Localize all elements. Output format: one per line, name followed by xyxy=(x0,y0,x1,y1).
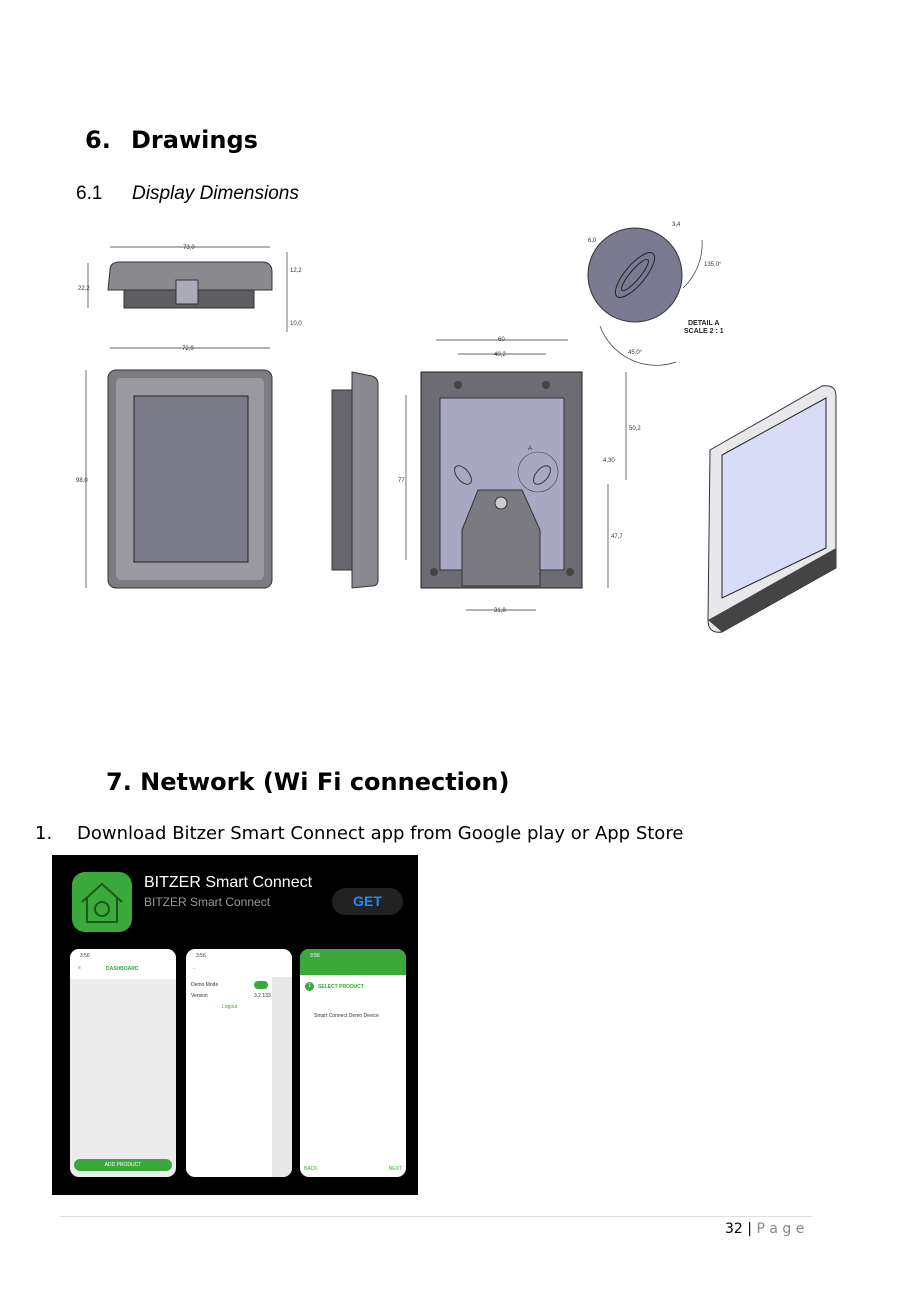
page-footer: 32 | P a g e xyxy=(725,1221,804,1237)
detail-scale: SCALE 2 : 1 xyxy=(684,328,724,335)
dim-front-height: 98,0 xyxy=(76,478,88,484)
app-store-screenshot: BITZER Smart Connect BITZER Smart Connec… xyxy=(52,855,418,1195)
dashboard-title: DASHBOARD xyxy=(106,966,139,972)
dim-back-inner-width: 40,2 xyxy=(494,352,506,358)
phone-screen-dashboard: 3:56 DASHBOARD ≡ ADD PRODUCT xyxy=(70,949,176,1177)
phone-screen-select-product: 3:56 1 SELECT PRODUCT Smart Connect Demo… xyxy=(300,949,406,1177)
status-time: 3:56 xyxy=(310,953,320,959)
house-fan-icon xyxy=(81,882,123,923)
version-label: Version xyxy=(191,993,208,999)
dim-top-width: 73,0 xyxy=(183,245,195,251)
subsection-number: 6.1 xyxy=(76,183,103,204)
device-item[interactable]: Smart Connect Demo Device xyxy=(314,1013,379,1019)
step-badge: 1 xyxy=(305,982,314,991)
phone-screen-settings: 3:56 ← Demo Mode Version 3.2.133 Logout xyxy=(186,949,292,1177)
section-7-title: 7. Network (Wi Fi connection) xyxy=(106,768,510,796)
detail-label: DETAIL A xyxy=(688,320,719,327)
demo-mode-label: Demo Mode xyxy=(191,982,219,988)
status-time: 3:56 xyxy=(196,953,206,959)
section-number: 6. xyxy=(85,126,111,154)
dim-top-lower: 10,0 xyxy=(290,321,302,327)
dim-back-offset: 4,30 xyxy=(603,458,615,464)
dim-back-height: 77 xyxy=(398,478,405,484)
step-text: Download Bitzer Smart Connect app from G… xyxy=(77,823,684,844)
next-button[interactable]: NEXT xyxy=(388,1166,402,1172)
app-developer: BITZER Smart Connect xyxy=(144,895,271,909)
app-icon xyxy=(72,872,132,932)
subsection-title: Display Dimensions xyxy=(132,183,299,204)
status-time: 3:56 xyxy=(80,953,90,959)
logout-link[interactable]: Logout xyxy=(222,1004,238,1010)
add-product-button[interactable]: ADD PRODUCT xyxy=(74,1159,172,1171)
back-arrow-icon[interactable]: ← xyxy=(192,965,197,971)
footer-separator: | xyxy=(747,1221,752,1237)
app-name: BITZER Smart Connect xyxy=(144,874,313,891)
get-button[interactable]: GET xyxy=(332,888,403,915)
dim-front-width: 72,9 xyxy=(182,346,194,352)
step-title: SELECT PRODUCT xyxy=(318,984,364,990)
demo-mode-toggle[interactable] xyxy=(254,981,268,989)
detail-angle-2: 45,0° xyxy=(628,350,643,356)
page-number: 32 xyxy=(725,1221,743,1237)
dim-back-bottom-width: 31,8 xyxy=(494,608,506,614)
detail-angle-1: 135,0° xyxy=(704,262,722,268)
dim-top-height: 22,2 xyxy=(78,286,90,292)
detail-slot-width: 6,0 xyxy=(588,238,597,244)
display-dimension-drawing: 73,0 22,2 12,2 10,0 72,9 98,0 60 40,2 77… xyxy=(76,222,837,633)
detail-marker: A xyxy=(528,446,532,452)
dim-top-upper: 12,2 xyxy=(290,268,302,274)
dim-back-outer-width: 60 xyxy=(498,337,505,343)
dim-back-lower: 47,7 xyxy=(611,534,623,540)
page-label: P a g e xyxy=(756,1221,805,1237)
detail-slot-inner: 3,4 xyxy=(672,222,681,228)
step-number: 1. xyxy=(35,823,53,844)
section-title: Drawings xyxy=(131,126,258,154)
menu-icon[interactable]: ≡ xyxy=(78,965,81,971)
back-button[interactable]: BACK xyxy=(304,1166,318,1172)
dim-back-upper: 50,2 xyxy=(629,426,641,432)
version-value: 3.2.133 xyxy=(254,993,271,999)
footer-divider xyxy=(60,1216,812,1217)
